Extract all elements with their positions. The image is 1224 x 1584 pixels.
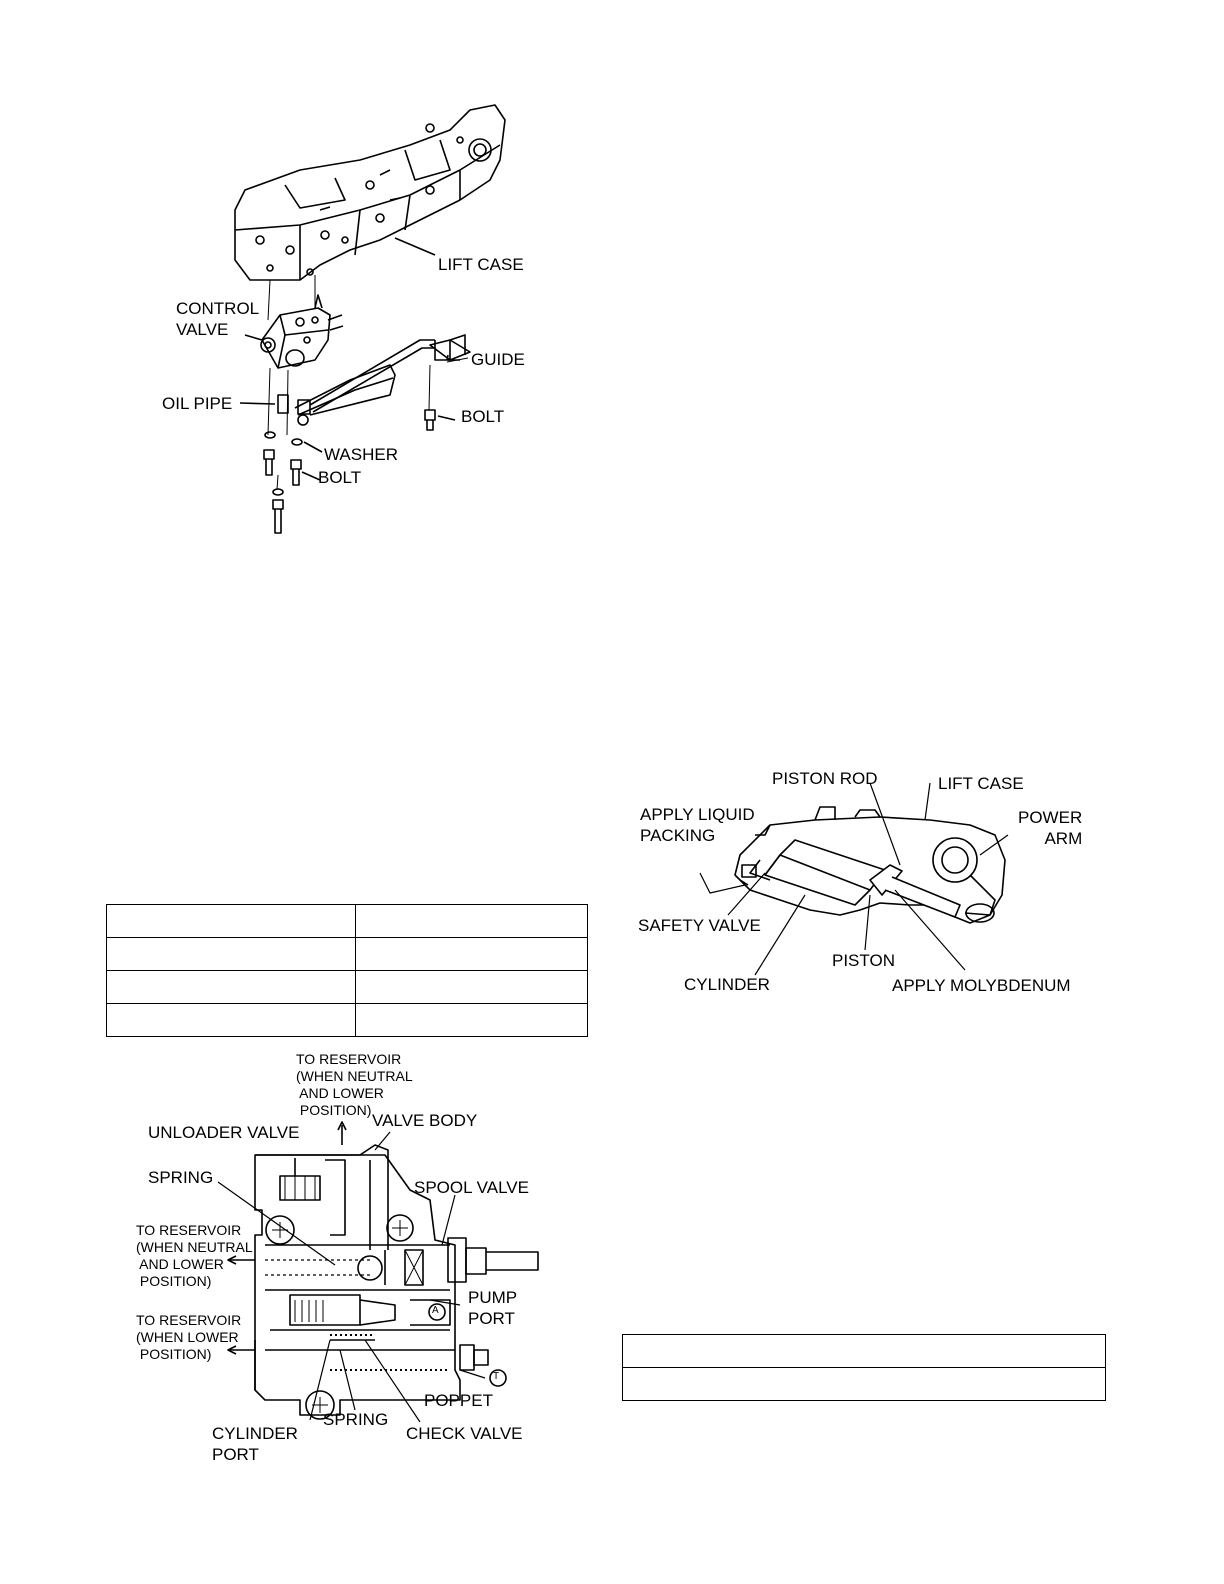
label-check-valve: CHECK VALVE <box>406 1424 523 1443</box>
table-row <box>106 904 588 938</box>
table-cell <box>106 937 356 971</box>
label-guide: GUIDE <box>471 350 525 369</box>
label-lift-case: LIFT CASE <box>938 774 1024 793</box>
label-marker-a: A <box>432 1305 439 1316</box>
label-bolt-right: BOLT <box>461 407 505 426</box>
control-valve-section-drawing <box>217 1121 539 1423</box>
table-cell <box>622 1334 1106 1368</box>
label-to-reservoir-top: TO RESERVOIR (WHEN NEUTRAL AND LOWER POS… <box>296 1051 413 1118</box>
label-cylinder-port: CYLINDER PORT <box>212 1424 298 1464</box>
table-row <box>622 1334 1106 1368</box>
spec-table-left <box>106 904 588 1037</box>
label-spring-bottom: SPRING <box>323 1410 389 1429</box>
lift-case-assembly-drawing <box>234 104 506 534</box>
figure-cylinder-assembly: PISTON ROD LIFT CASE APPLY LIQUID PACKIN… <box>630 765 1110 1000</box>
cylinder-assembly-drawing <box>699 782 1009 976</box>
label-poppet: POPPET <box>424 1391 493 1410</box>
label-bolt-lower: BOLT <box>318 468 362 487</box>
label-oil-pipe: OIL PIPE <box>162 394 233 413</box>
spec-table-right <box>622 1334 1106 1401</box>
table-cell <box>355 1003 588 1037</box>
table-cell <box>355 904 588 938</box>
label-safety-valve: SAFETY VALVE <box>638 916 761 935</box>
figure-control-valve-section: TO RESERVOIR (WHEN NEUTRAL AND LOWER POS… <box>130 1050 550 1470</box>
table-row <box>106 1003 588 1037</box>
table-row <box>622 1367 1106 1401</box>
label-cylinder: CYLINDER <box>684 975 770 994</box>
label-pump-port: PUMP PORT <box>468 1288 518 1328</box>
table-row <box>106 937 588 971</box>
label-spring-top: SPRING <box>148 1168 214 1187</box>
label-apply-liquid-packing: APPLY LIQUID PACKING <box>640 805 755 845</box>
table-cell <box>355 937 588 971</box>
table-cell <box>355 970 588 1004</box>
label-piston: PISTON <box>832 951 895 970</box>
table-row <box>106 970 588 1004</box>
label-washer: WASHER <box>324 445 398 464</box>
label-control-valve: CONTROL VALVE <box>176 299 260 339</box>
table-cell <box>106 970 356 1004</box>
label-marker-t: T <box>493 1371 500 1382</box>
table-cell <box>622 1367 1106 1401</box>
label-lift-case: LIFT CASE <box>438 255 524 274</box>
figure-lift-case-assembly: LIFT CASE CONTROL VALVE GUIDE OIL PIPE B… <box>150 90 570 550</box>
table-cell <box>106 904 356 938</box>
label-apply-molybdenum: APPLY MOLYBDENUM <box>892 976 1071 995</box>
label-unloader-valve: UNLOADER VALVE <box>148 1123 300 1142</box>
label-piston-rod: PISTON ROD <box>772 769 878 788</box>
label-power-arm: POWER ARM <box>1018 808 1083 848</box>
label-valve-body: VALVE BODY <box>372 1111 478 1130</box>
label-to-reservoir-low: TO RESERVOIR (WHEN LOWER POSITION) <box>136 1312 242 1362</box>
label-to-reservoir-mid: TO RESERVOIR (WHEN NEUTRAL AND LOWER POS… <box>136 1222 253 1289</box>
label-spool-valve: SPOOL VALVE <box>414 1178 529 1197</box>
table-cell <box>106 1003 356 1037</box>
